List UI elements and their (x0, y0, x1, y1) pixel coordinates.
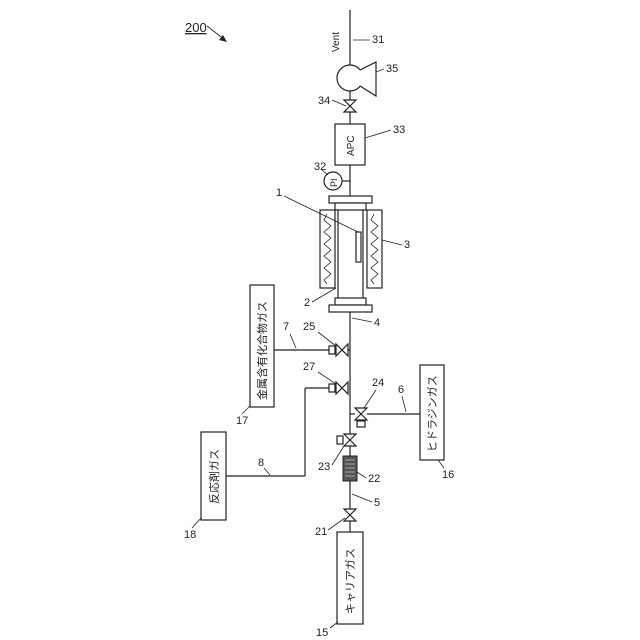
carrier-gas-label: キャリアガス (344, 548, 357, 614)
leader-18 (192, 518, 201, 528)
valve-25 (336, 344, 348, 356)
ref-21: 21 (315, 526, 327, 538)
reactor-flange-top (329, 196, 372, 203)
ref-1: 1 (276, 187, 282, 199)
ref-22: 22 (368, 473, 380, 485)
vent-label: Vent (331, 32, 342, 52)
leader-21 (328, 518, 345, 530)
ref-18: 18 (184, 529, 196, 541)
apc-label: APC (346, 135, 357, 156)
valve-25-actuator (329, 346, 335, 354)
ref-4: 4 (374, 317, 380, 329)
ref-16: 16 (442, 469, 454, 481)
ref-34: 34 (318, 95, 330, 107)
valve-23 (344, 434, 356, 446)
leader-2 (312, 288, 336, 302)
leader-17 (242, 406, 250, 414)
ref-23: 23 (318, 461, 330, 473)
hydrazine-gas-label: ヒドラジンガス (426, 375, 439, 452)
ref-5: 5 (374, 497, 380, 509)
ref-27: 27 (303, 361, 315, 373)
leader-34 (332, 100, 346, 106)
leader-22 (357, 472, 366, 478)
ref-24: 24 (372, 377, 384, 389)
valve-27 (336, 382, 348, 394)
leader-6 (402, 396, 406, 412)
ref-17: 17 (236, 415, 248, 427)
pi-label: PI (329, 178, 339, 187)
ref-15: 15 (316, 627, 328, 639)
valve-21 (344, 509, 356, 521)
ref-35: 35 (386, 63, 398, 75)
ref-6: 6 (398, 384, 404, 396)
reactant-gas-label: 反応剤ガス (207, 449, 221, 504)
valve-23-actuator (337, 436, 343, 444)
heater-right (367, 210, 382, 288)
leader-25 (318, 332, 336, 346)
figure-ref: 200 (185, 20, 207, 35)
reactor-flange-bottom (329, 305, 372, 312)
valve-24 (355, 408, 367, 420)
ref-7: 7 (283, 321, 289, 333)
reactor-flange-top-inner (335, 203, 366, 210)
ref-33: 33 (393, 124, 405, 136)
valve-27-actuator (329, 384, 335, 392)
leader-35 (376, 69, 384, 72)
heater-left (320, 210, 335, 288)
leader-8 (264, 468, 270, 475)
leader-15 (330, 622, 338, 628)
leader-16 (438, 460, 444, 468)
pump-outlet (360, 62, 376, 96)
leader-3 (382, 240, 402, 245)
leader-27 (318, 372, 336, 384)
leader-24 (364, 390, 376, 408)
metal-gas-label: 金属含有化合物ガス (255, 301, 269, 400)
vacuum-pump (337, 65, 363, 91)
ref-31: 31 (372, 34, 384, 46)
ref-3: 3 (404, 239, 410, 251)
leader-33 (365, 130, 391, 138)
leader-4 (352, 318, 372, 322)
valve-24-actuator (357, 421, 365, 427)
leader-7 (290, 334, 296, 348)
ref-2: 2 (304, 297, 310, 309)
ref-32: 32 (314, 161, 326, 173)
leader-23 (332, 446, 344, 465)
substrate (356, 232, 361, 262)
reactor-flange-bottom-inner (335, 298, 366, 305)
ref-8: 8 (258, 457, 264, 469)
leader-5 (352, 494, 372, 502)
ref-25: 25 (303, 321, 315, 333)
